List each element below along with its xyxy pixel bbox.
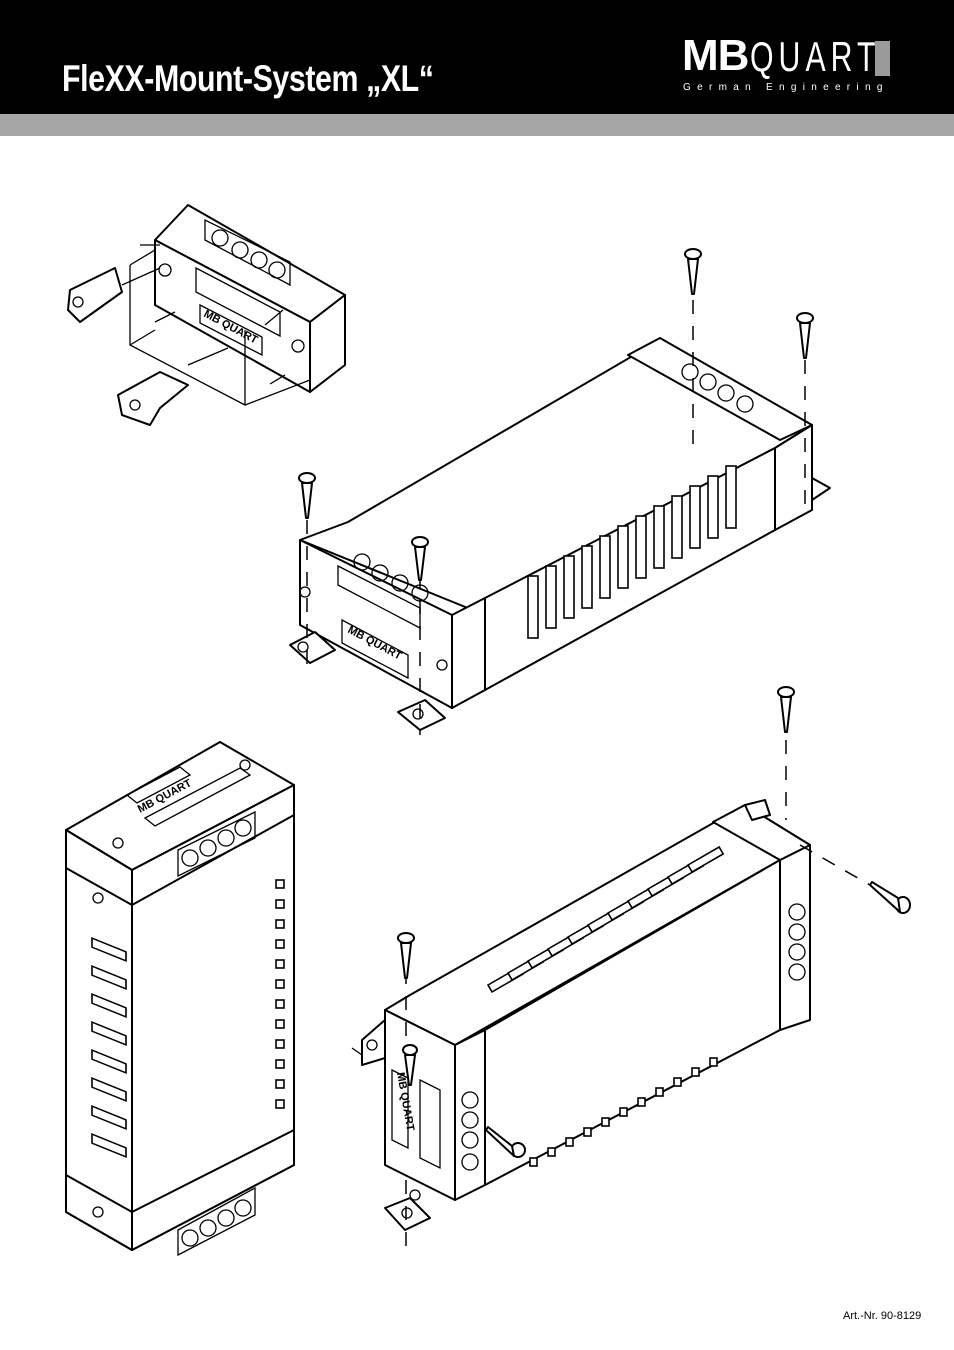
screw-icon (411, 536, 429, 581)
heat-sink-slots-side (486, 845, 725, 994)
screw-icon (402, 1044, 418, 1086)
article-number: Art.-Nr. 90-8129 (843, 1310, 922, 1322)
screw-icon (485, 1126, 526, 1158)
screw-icon (869, 881, 911, 914)
side-notches-vertical (275, 879, 285, 1109)
logo-brand-light: QUART (750, 33, 881, 80)
logo-brand-bold: MB (682, 31, 749, 80)
screw-icon (777, 686, 795, 733)
page-title: FleXX-Mount-System „XL“ (62, 58, 434, 99)
logo-block-icon (875, 41, 890, 76)
page-header: FleXX-Mount-System „XL“ MB QUART German … (0, 0, 954, 114)
figure-end-cap-assembly: MB QUART (67, 204, 346, 426)
heat-sink-fins-horizontal (527, 465, 737, 639)
logo-tagline: German Engineering (683, 82, 889, 93)
screw-icon (796, 312, 814, 359)
figure-vertical-unit: MB QUART (65, 741, 295, 1257)
heat-sink-fins-vertical (91, 937, 127, 1159)
header-accent-bar (0, 114, 954, 136)
mb-quart-logo: MB QUART German Engineering (682, 34, 896, 96)
figure-horizontal-mounting: MB QUART (289, 248, 831, 735)
figure-side-mounting: MB QUART (351, 686, 911, 1250)
screw-icon (298, 472, 316, 519)
screw-icon (397, 932, 415, 979)
side-notches-side (529, 1057, 718, 1167)
screw-icon (684, 248, 702, 295)
